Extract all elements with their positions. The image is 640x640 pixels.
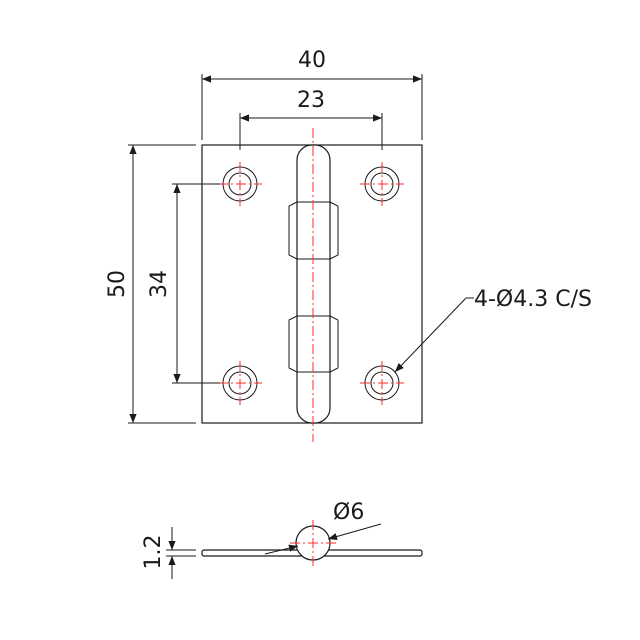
dimension-thickness: 1.2 <box>141 527 196 579</box>
hole-callout: 4-Ø4.3 C/S <box>394 287 592 373</box>
dimension-overall-height: 50 <box>105 144 196 424</box>
dimension-text-1-2: 1.2 <box>141 535 166 570</box>
dimension-text-34: 34 <box>147 270 172 298</box>
knuckle <box>288 144 339 424</box>
side-view: 1.2 Ø6 <box>141 500 423 579</box>
hole-bottom-right <box>360 361 404 405</box>
dimension-text-40: 40 <box>298 48 326 73</box>
hole-top-left <box>218 162 262 206</box>
dimension-overall-width: 40 <box>201 48 423 140</box>
hole-callout-text: 4-Ø4.3 C/S <box>474 287 592 312</box>
dimension-hole-spacing-y: 34 <box>147 183 220 384</box>
dimension-text-50: 50 <box>105 270 130 298</box>
hole-top-right <box>360 162 404 206</box>
left-leaf <box>201 144 313 424</box>
dimension-text-23: 23 <box>297 88 325 113</box>
front-view: 40 23 50 34 4-Ø4.3 C/S <box>105 48 592 442</box>
dimension-knuckle-diameter: Ø6 <box>264 500 382 555</box>
dimension-text-diameter-6: Ø6 <box>333 500 364 525</box>
dimension-hole-spacing-x: 23 <box>239 88 383 150</box>
hole-bottom-left <box>218 361 262 405</box>
